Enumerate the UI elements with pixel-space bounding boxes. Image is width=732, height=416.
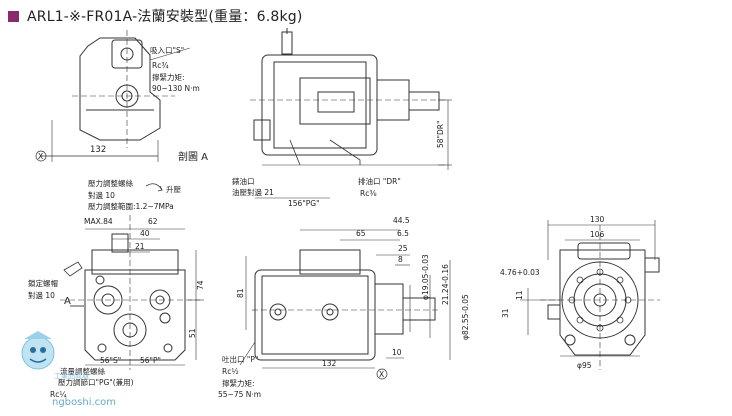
- rc-label: Rc¾: [152, 61, 169, 70]
- watermark-sub: 工業品商城: [54, 372, 89, 380]
- dim-130: 130: [590, 215, 605, 224]
- flow-screw-label: 流量調整螺絲: [60, 366, 105, 376]
- rc38-label: Rc⅜: [360, 189, 377, 198]
- bottom-mid-labels: 錶油口 油壓對邊 21 156"PG" 排油口 "DR" Rc⅜ 44.5 65…: [218, 176, 470, 399]
- key-height: 21.24-0.16: [441, 264, 450, 305]
- page-title: ARL1-※-FR01A-法蘭安裝型(重量：6.8kg): [8, 5, 303, 27]
- dim-58dr: 58"DR": [436, 121, 445, 148]
- title-bullet: [8, 10, 19, 22]
- bottom-left-view: [60, 183, 204, 370]
- rc12-label: Rc½: [222, 367, 239, 376]
- shaft-diameter: φ19.05-0.03: [421, 254, 430, 300]
- dim-51: 51: [188, 328, 197, 338]
- watermark: 工業品商城 ngboshi.com: [8, 325, 158, 415]
- rc14-label: Rc¼: [50, 390, 67, 399]
- dim-132-mid: 132: [322, 359, 337, 368]
- dim-81: 81: [236, 288, 245, 298]
- discharge-label: 吐出口 "P": [222, 354, 258, 364]
- dim-21: 21: [135, 242, 145, 251]
- dim-10: 10: [392, 348, 402, 357]
- mid-torque-label: 擰緊力矩:: [222, 378, 255, 388]
- top-right-labels: 58"DR": [436, 121, 445, 148]
- dim-6-5: 6.5: [397, 229, 409, 238]
- dim-65: 65: [356, 229, 366, 238]
- dim-156pg: 156"PG": [288, 199, 320, 208]
- flow-port-label: 壓力調節口"PG"(兼用): [58, 377, 134, 387]
- bottom-mid-view: [239, 197, 451, 369]
- arrow-a-label: A: [64, 296, 71, 307]
- drain-port-label: 排油口 "DR": [358, 176, 401, 186]
- mid-torque-value: 55~75 N·m: [218, 390, 261, 399]
- dim-106: 106: [590, 230, 605, 239]
- gauge-port-label: 錶油口: [232, 176, 255, 186]
- across-21-label: 油壓對邊 21: [232, 187, 274, 197]
- bottom-left-labels: 壓力調整螺絲 對邊 10 升壓 壓力調整範圍:1.2~7MPa MAX.84 6…: [28, 178, 205, 399]
- bottom-right-view: [520, 220, 660, 370]
- across-10b-label: 對邊 10: [28, 290, 55, 300]
- raise-label: 升壓: [166, 185, 181, 194]
- dim-74: 74: [196, 280, 205, 290]
- mid-datum-circle: [376, 368, 388, 380]
- dim-8: 8: [398, 255, 403, 264]
- across-10-label: 對邊 10: [88, 190, 115, 200]
- watermark-text: ngboshi.com: [52, 397, 117, 408]
- key-width: 4.76+0.03: [500, 268, 540, 277]
- suction-port-label: 吸入口"S": [150, 46, 184, 55]
- mascot-icon: [21, 336, 55, 370]
- dim-max84: MAX.84: [84, 217, 113, 226]
- torque-label: 擰緊力矩:: [152, 72, 185, 82]
- dim-62: 62: [148, 217, 158, 226]
- dim-56s: 56"S": [100, 356, 121, 365]
- torque-value: 90~130 N·m: [152, 84, 200, 93]
- section-ref: 剖圖 A: [178, 150, 208, 163]
- bottom-right-labels: 130 106 4.76+0.03 11 31 φ95: [500, 215, 605, 370]
- dim-44-5: 44.5: [393, 216, 410, 225]
- bolt-diameter: φ95: [577, 361, 592, 370]
- top-left-view: [40, 30, 191, 162]
- datum-label: X: [38, 152, 43, 161]
- dim-31: 31: [501, 308, 510, 318]
- pressure-range: 壓力調整範圍:1.2~7MPa: [88, 201, 174, 211]
- mid-datum-label: X: [379, 370, 384, 379]
- lock-nut-label: 鎖定螺帽: [28, 278, 58, 288]
- top-right-view: [250, 28, 452, 170]
- dim-40: 40: [140, 229, 150, 238]
- dim-132-top: 132: [90, 145, 106, 155]
- datum-circle: [35, 150, 47, 162]
- dim-56p: 56"P": [140, 356, 161, 365]
- title-text: ARL1-※-FR01A-法蘭安裝型(重量：6.8kg): [27, 9, 303, 25]
- pilot-diameter: φ82.55-0.05: [461, 294, 470, 340]
- top-left-labels: 吸入口"S" Rc¾ 擰緊力矩: 90~130 N·m 132 X 剖圖 A: [35, 46, 208, 163]
- pressure-nut-label: 壓力調整螺絲: [88, 178, 133, 188]
- dim-11: 11: [515, 290, 524, 300]
- dim-25: 25: [398, 244, 408, 253]
